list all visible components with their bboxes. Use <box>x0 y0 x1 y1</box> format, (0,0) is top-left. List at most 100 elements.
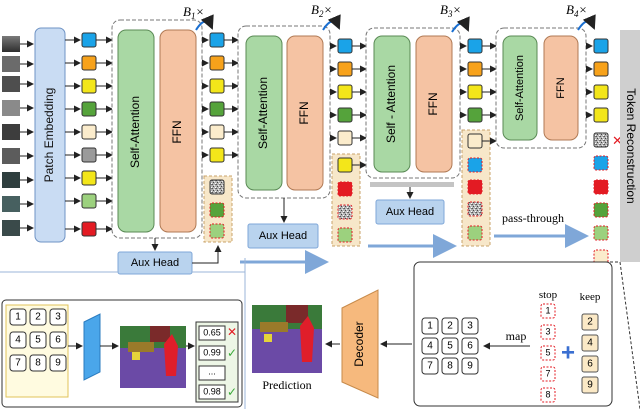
ffn-box <box>159 29 197 233</box>
token <box>209 101 225 117</box>
stopped-token <box>593 155 609 171</box>
token <box>209 78 225 94</box>
token <box>209 32 225 48</box>
token-column-0 <box>65 32 113 237</box>
token <box>81 55 97 71</box>
output-grid: 1 2 3 4 5 6 7 8 9 <box>421 317 479 375</box>
noise-token <box>209 179 225 195</box>
block-3-label: B3× <box>440 2 461 19</box>
grid-number: 2 <box>35 312 41 323</box>
stop-number: 1 <box>545 305 550 315</box>
grid-number: 1 <box>427 321 433 332</box>
repeat-loop-icon <box>195 14 214 31</box>
keep-number: 2 <box>587 317 593 328</box>
divider-bar <box>370 182 454 187</box>
token <box>209 147 225 163</box>
stopped-token <box>467 201 483 217</box>
score-value: 0.99 <box>203 347 221 357</box>
repeat-loop-icon <box>577 14 596 31</box>
grid-number: 9 <box>55 358 61 369</box>
stopped-token <box>337 227 353 243</box>
token <box>467 38 483 54</box>
grid-number: 9 <box>467 361 473 372</box>
keep-number: 6 <box>587 359 593 370</box>
grid-number: 7 <box>427 361 433 372</box>
ffn-label: FFN <box>426 92 440 115</box>
block-1-label: B1× <box>183 4 204 21</box>
grid-number: 5 <box>35 335 41 346</box>
token <box>81 124 97 140</box>
keep-label: keep <box>580 291 601 303</box>
token <box>81 170 97 186</box>
self-attention-box <box>245 35 283 191</box>
pass-through-label: pass-through <box>502 211 564 225</box>
token <box>209 124 225 140</box>
keep-number: 4 <box>587 338 593 349</box>
token-column-1 <box>202 32 239 243</box>
self-attention-label: Self - Attention <box>384 65 398 143</box>
stopped-token <box>593 179 609 195</box>
token <box>337 107 353 123</box>
stop-number: 3 <box>545 326 550 336</box>
self-attention-box <box>373 35 411 173</box>
keep-number: 9 <box>587 380 593 391</box>
token-column-4: ✕ <box>586 38 623 265</box>
grid-number: 6 <box>55 335 61 346</box>
token <box>81 78 97 94</box>
ffn-box <box>543 35 579 141</box>
token-column-2 <box>330 38 367 247</box>
stopped-token <box>209 202 225 218</box>
prediction-label: Prediction <box>262 378 311 392</box>
decoder-label: Decoder <box>352 321 366 366</box>
token <box>81 221 97 237</box>
grid-number: 8 <box>447 361 453 372</box>
token <box>467 107 483 123</box>
score-value: ... <box>208 366 216 376</box>
stopped-token <box>209 223 225 239</box>
token-reconstruction-label: Token Reconstruction <box>624 88 638 203</box>
token <box>337 61 353 77</box>
grid-number: 3 <box>467 321 473 332</box>
head-layer-icon <box>83 313 101 381</box>
token <box>593 107 609 123</box>
grid-number: 4 <box>427 341 433 352</box>
token <box>593 38 609 54</box>
block-4-label: B4× <box>566 2 587 19</box>
stopped-token <box>337 181 353 197</box>
self-attention-label: Self-Attention <box>256 77 270 149</box>
token <box>337 38 353 54</box>
transformer-block-2: Self-Attention FFN B2× <box>237 2 341 199</box>
stopped-token <box>467 179 483 195</box>
grid-number: 7 <box>15 358 21 369</box>
stop-number: 8 <box>545 389 550 399</box>
self-attention-box <box>502 35 538 141</box>
grid-number: 4 <box>15 335 21 346</box>
token <box>467 84 483 100</box>
grid-number: 5 <box>447 341 453 352</box>
aux-head-2 <box>247 223 319 249</box>
ffn-label: FFN <box>555 77 567 98</box>
ffn-label: FFN <box>297 101 311 124</box>
token <box>593 61 609 77</box>
input-patches <box>2 36 20 236</box>
stop-label: stop <box>539 289 558 301</box>
stop-number: 5 <box>545 347 550 357</box>
stop-tokens: 1 3 5 7 8 <box>540 303 556 403</box>
transformer-block-4: Self-Attention FFN B4× <box>495 2 596 149</box>
token-column-3 <box>460 38 497 247</box>
token <box>337 130 353 146</box>
patch-embedding-box <box>34 27 66 243</box>
stopped-token <box>593 249 609 265</box>
score-value: 0.65 <box>203 327 221 337</box>
token <box>81 193 97 209</box>
transformer-block-1: Self-Attention FFN B1× <box>111 4 214 239</box>
token <box>81 147 97 163</box>
reconstruction-panel: 1 2 3 4 5 6 7 8 9 map stop 1 3 5 <box>413 261 613 407</box>
score-value: 0.98 <box>203 386 221 396</box>
score-mark-icon: ✓ <box>227 346 237 360</box>
ffn-box <box>286 35 324 191</box>
map-label: map <box>506 329 527 343</box>
patch-embedding-label: Patch Embedding <box>42 88 56 183</box>
token <box>337 157 353 173</box>
